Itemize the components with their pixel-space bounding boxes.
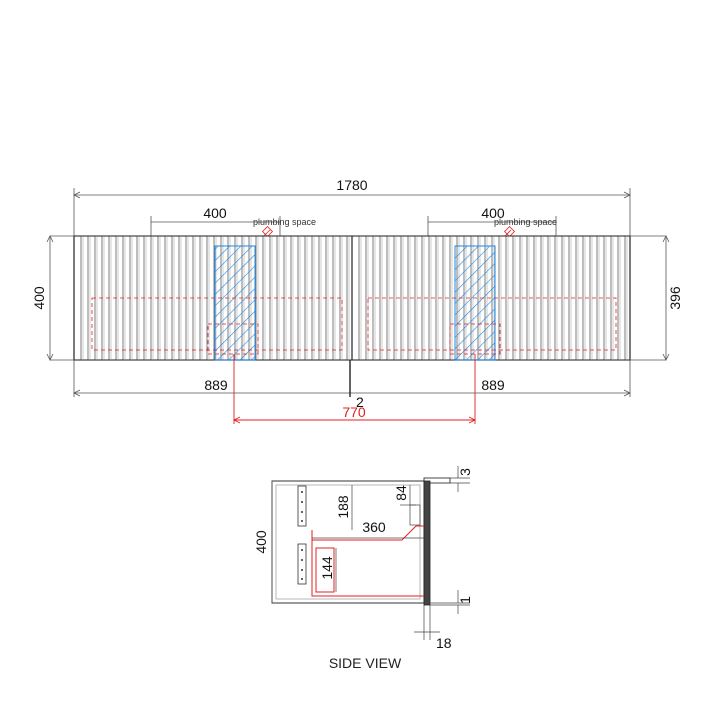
left-plumbing-label: plumbing space: [253, 217, 316, 227]
side-view: 188 84 360 144 400 3 1 1: [253, 466, 473, 671]
front-thickness-dimension: [414, 605, 440, 640]
runner-screws: [301, 491, 303, 580]
left-drawer-outline: [91, 297, 343, 351]
waste-height-label: 144: [319, 556, 335, 580]
bottom-offset-dimension: [430, 590, 470, 614]
side-internal-dimensions: [312, 485, 424, 592]
left-height-label: 400: [31, 286, 47, 310]
waste-spacing-dimension: [232, 354, 477, 424]
side-drawer: [311, 525, 424, 597]
left-section-width-label: 889: [204, 377, 228, 393]
front-thickness-label: 18: [436, 635, 452, 651]
left-waste-cutout: [207, 323, 259, 355]
right-section-width-label: 889: [481, 377, 505, 393]
side-view-caption: SIDE VIEW: [329, 655, 402, 671]
bottom-offset-label: 1: [457, 596, 473, 604]
drawer-gap-label: 188: [335, 495, 351, 519]
overall-width-dimension: [73, 188, 631, 236]
top-offset-label: 3: [457, 468, 473, 476]
left-basin-dimension: [150, 216, 281, 236]
internal-drawers: [91, 297, 617, 355]
top-offset-dimension: [450, 466, 470, 492]
right-plumbing-zone: [454, 245, 496, 361]
side-cabinet-inner: [275, 484, 421, 600]
front-view: 1780 400 400 plumbing space plumbing spa…: [31, 177, 683, 424]
drawer-runners: [297, 485, 307, 585]
right-drawer-outline: [367, 297, 617, 351]
left-plumbing-zone: [214, 245, 256, 361]
right-basin-width-label: 400: [481, 205, 505, 221]
right-height-dimension: [662, 235, 670, 361]
left-height-dimension: [46, 235, 54, 361]
right-plumbing-label: plumbing space: [494, 217, 557, 227]
right-height-label: 396: [667, 286, 683, 310]
front-panel: [423, 480, 431, 606]
section-width-dimension: [73, 360, 631, 397]
drawer-depth-label: 360: [362, 519, 386, 535]
left-basin-width-label: 400: [203, 205, 227, 221]
cutout-height-label: 84: [393, 485, 409, 501]
overall-width-label: 1780: [336, 177, 367, 193]
center-gap-label: 2: [356, 394, 364, 410]
right-basin-dimension: [427, 216, 557, 236]
top-plate: [423, 477, 451, 484]
side-height-label: 400: [253, 530, 269, 554]
waste-spacing-label: 770: [342, 404, 366, 420]
